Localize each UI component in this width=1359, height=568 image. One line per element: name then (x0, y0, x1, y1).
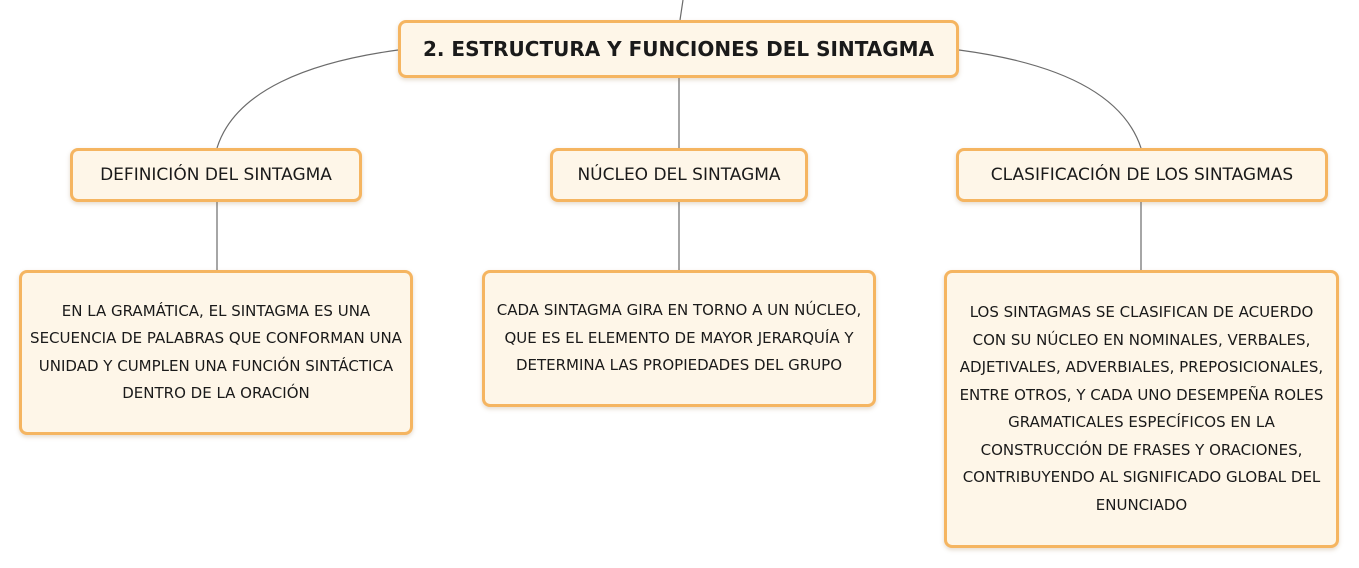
node-label: DEFINICIÓN DEL SINTAGMA (100, 165, 332, 185)
connector-root-clasificacion (958, 49, 1142, 149)
node-label: CLASIFICACIÓN DE LOS SINTAGMAS (990, 165, 1294, 185)
detail-text: LOS SINTAGMAS SE CLASIFICAN DE ACUERDO C… (959, 303, 1324, 514)
node-nucleo-del-sintagma[interactable]: NÚCLEO DEL SINTAGMA (550, 148, 808, 202)
root-node-label: 2. ESTRUCTURA Y FUNCIONES DEL SINTAGMA (422, 37, 935, 61)
detail-clasificacion[interactable]: LOS SINTAGMAS SE CLASIFICAN DE ACUERDO C… (944, 270, 1339, 548)
node-clasificacion-de-los-sintagmas[interactable]: CLASIFICACIÓN DE LOS SINTAGMAS (956, 148, 1328, 202)
detail-text: CADA SINTAGMA GIRA EN TORNO A UN NÚCLEO,… (496, 301, 862, 375)
connector-root-definicion (216, 49, 399, 149)
node-label: NÚCLEO DEL SINTAGMA (577, 165, 781, 185)
detail-nucleo[interactable]: CADA SINTAGMA GIRA EN TORNO A UN NÚCLEO,… (482, 270, 876, 407)
root-node[interactable]: 2. ESTRUCTURA Y FUNCIONES DEL SINTAGMA (398, 20, 959, 78)
node-definicion-del-sintagma[interactable]: DEFINICIÓN DEL SINTAGMA (70, 148, 362, 202)
connector-from-parent (679, 0, 684, 21)
detail-text: EN LA GRAMÁTICA, EL SINTAGMA ES UNA SECU… (30, 301, 402, 403)
detail-definicion[interactable]: EN LA GRAMÁTICA, EL SINTAGMA ES UNA SECU… (19, 270, 413, 435)
